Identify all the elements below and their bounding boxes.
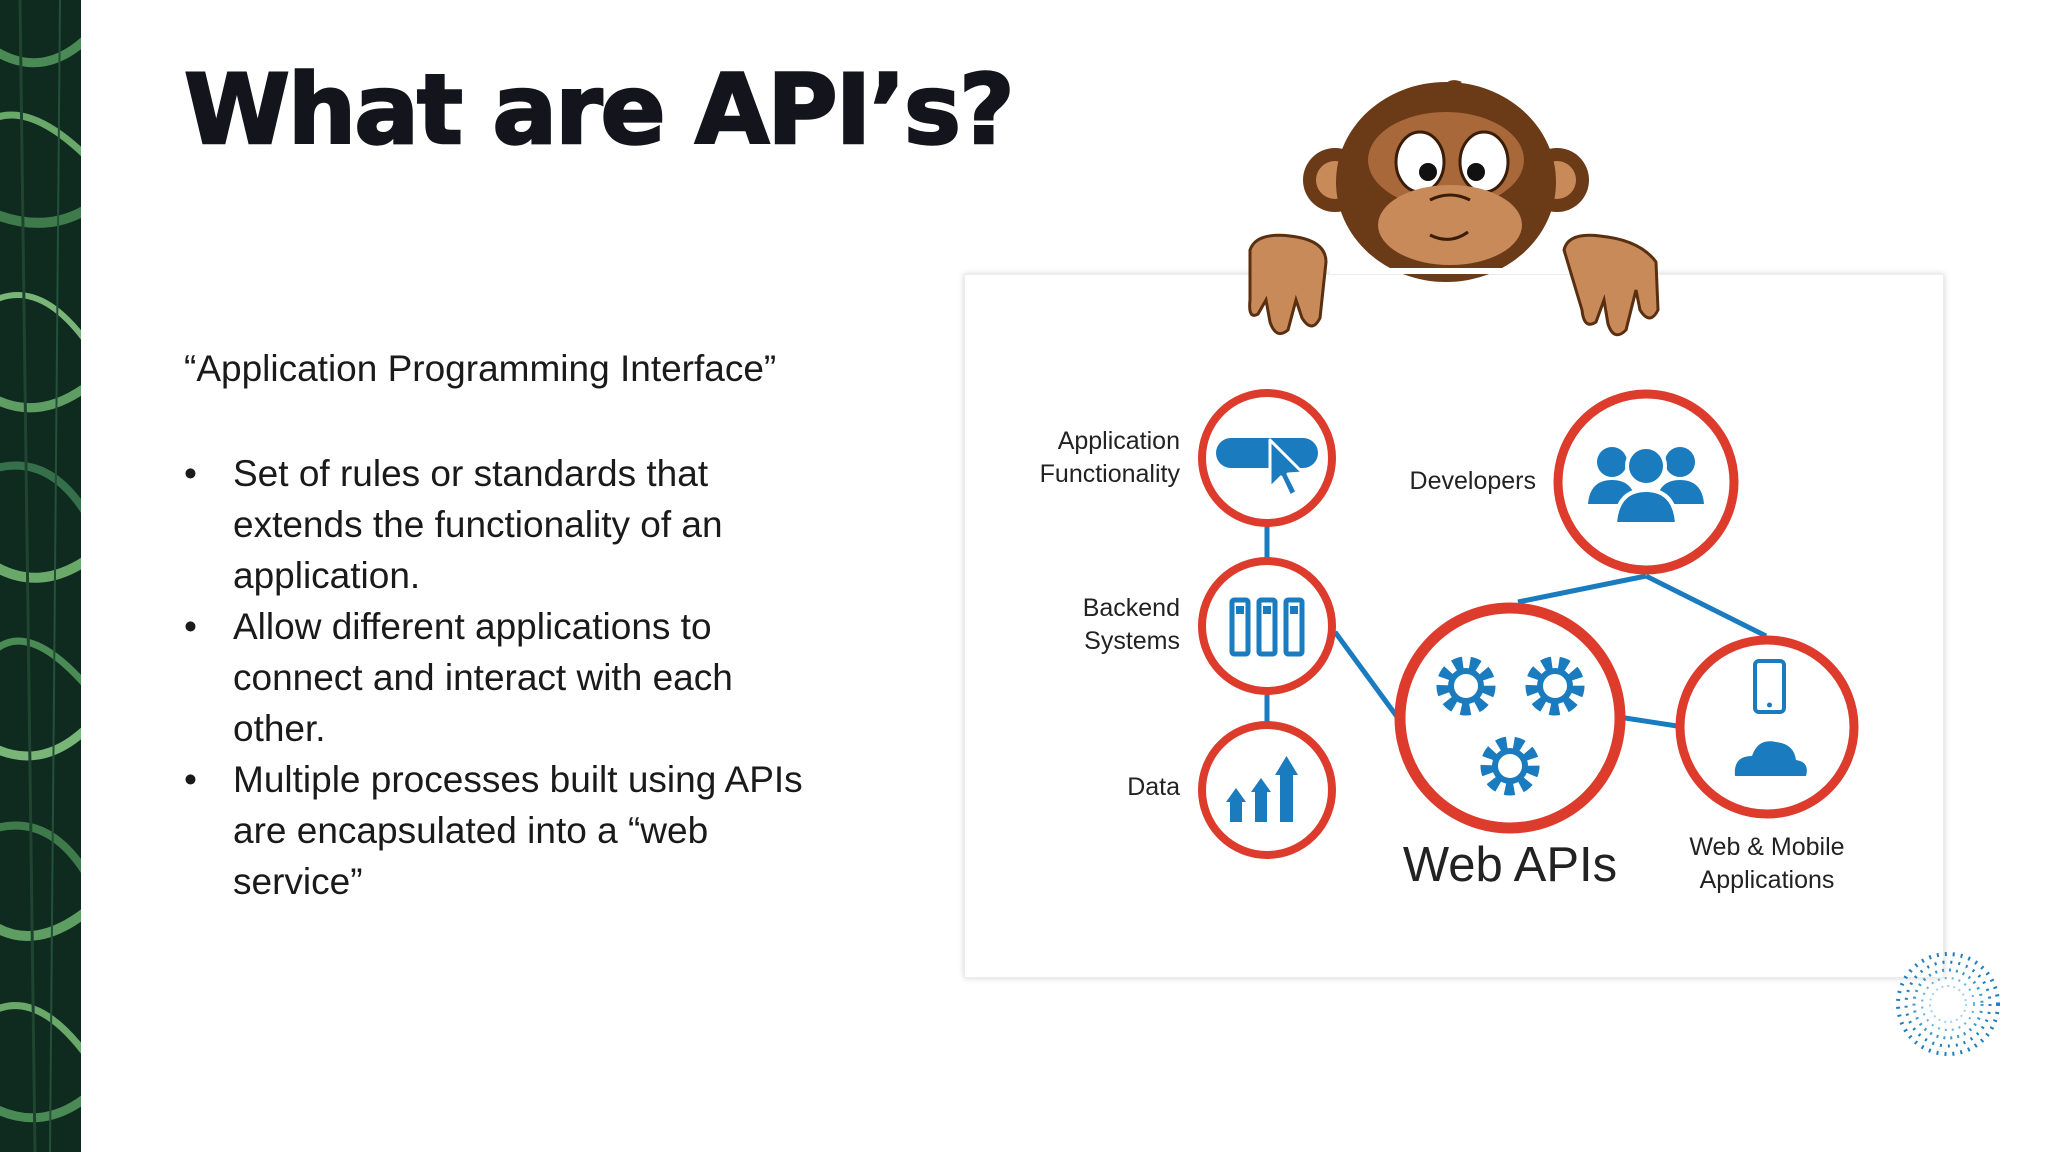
label-data: Data [1127, 773, 1180, 801]
bullet-item: • Set of rules or standards that extends… [184, 448, 874, 601]
monkey-left-hand [1248, 233, 1328, 336]
slide-title: What are API’s? [183, 54, 1016, 166]
connector-developers-mobile [1644, 573, 1768, 639]
bullet-text-line: are encapsulated into a “web [233, 810, 709, 851]
label-backend-line2: Systems [1084, 627, 1180, 655]
gears-icon [1436, 656, 1585, 796]
monkey-body-mask [1330, 268, 1590, 274]
server-rack-lights [1236, 606, 1298, 614]
bullet-text-line: service” [233, 861, 363, 902]
node-web-apis [1394, 602, 1626, 834]
bullet-text-line: Multiple processes built using APIs [233, 759, 803, 800]
node-ring [1198, 557, 1336, 695]
phone-cloud-icon [1734, 659, 1807, 776]
bar-chart-up-icon [1226, 756, 1298, 822]
bullet-marker: • [184, 759, 197, 800]
monkey-head [1303, 80, 1589, 282]
bullet-text-line: other. [233, 708, 326, 749]
bullet-text-line: extends the functionality of an [233, 504, 723, 545]
bullet-item: • Allow different applications to connec… [184, 601, 874, 754]
connector-lines [1264, 525, 1768, 729]
bullet-list: • Set of rules or standards that extends… [184, 448, 874, 907]
node-app-functionality [1198, 389, 1336, 527]
bullet-text-line: Set of rules or standards that [233, 453, 709, 494]
cursor-click-icon [1216, 438, 1318, 498]
slide-subtitle: “Application Programming Interface” [184, 348, 777, 389]
label-developers: Developers [1410, 467, 1536, 495]
label-backend-line1: Backend [1083, 594, 1180, 622]
label-web-apis: Web APIs [1403, 838, 1617, 892]
label-web-mobile-line1: Web & Mobile [1689, 833, 1844, 861]
node-ring [1675, 635, 1859, 819]
users-group-icon [1588, 445, 1704, 526]
leaf-strip-decoration [0, 0, 81, 1152]
node-web-mobile [1675, 635, 1859, 819]
bullet-marker: • [184, 453, 197, 494]
bullet-marker: • [184, 606, 197, 647]
server-racks-icon [1229, 597, 1305, 657]
bullet-text-line: application. [233, 555, 421, 596]
node-data [1198, 721, 1336, 859]
node-developers [1553, 389, 1739, 575]
label-app-functionality-line1: Application [1058, 427, 1180, 455]
connector-webapis-developers [1517, 573, 1647, 605]
bullet-item: • Multiple processes built using APIs ar… [184, 754, 874, 907]
node-backend-systems [1198, 557, 1336, 695]
connector-webapis-mobile [1624, 715, 1678, 729]
label-app-functionality-line2: Functionality [1040, 460, 1181, 488]
bullet-text-line: Allow different applications to [233, 606, 712, 647]
label-web-mobile-line2: Applications [1700, 866, 1835, 894]
connector-backend-webapis [1332, 630, 1401, 720]
logo-dots [1896, 952, 2000, 1056]
palm-leaves-image [0, 0, 81, 1152]
bullet-text-line: connect and interact with each [233, 657, 733, 698]
monkey-right-hand [1562, 233, 1660, 337]
